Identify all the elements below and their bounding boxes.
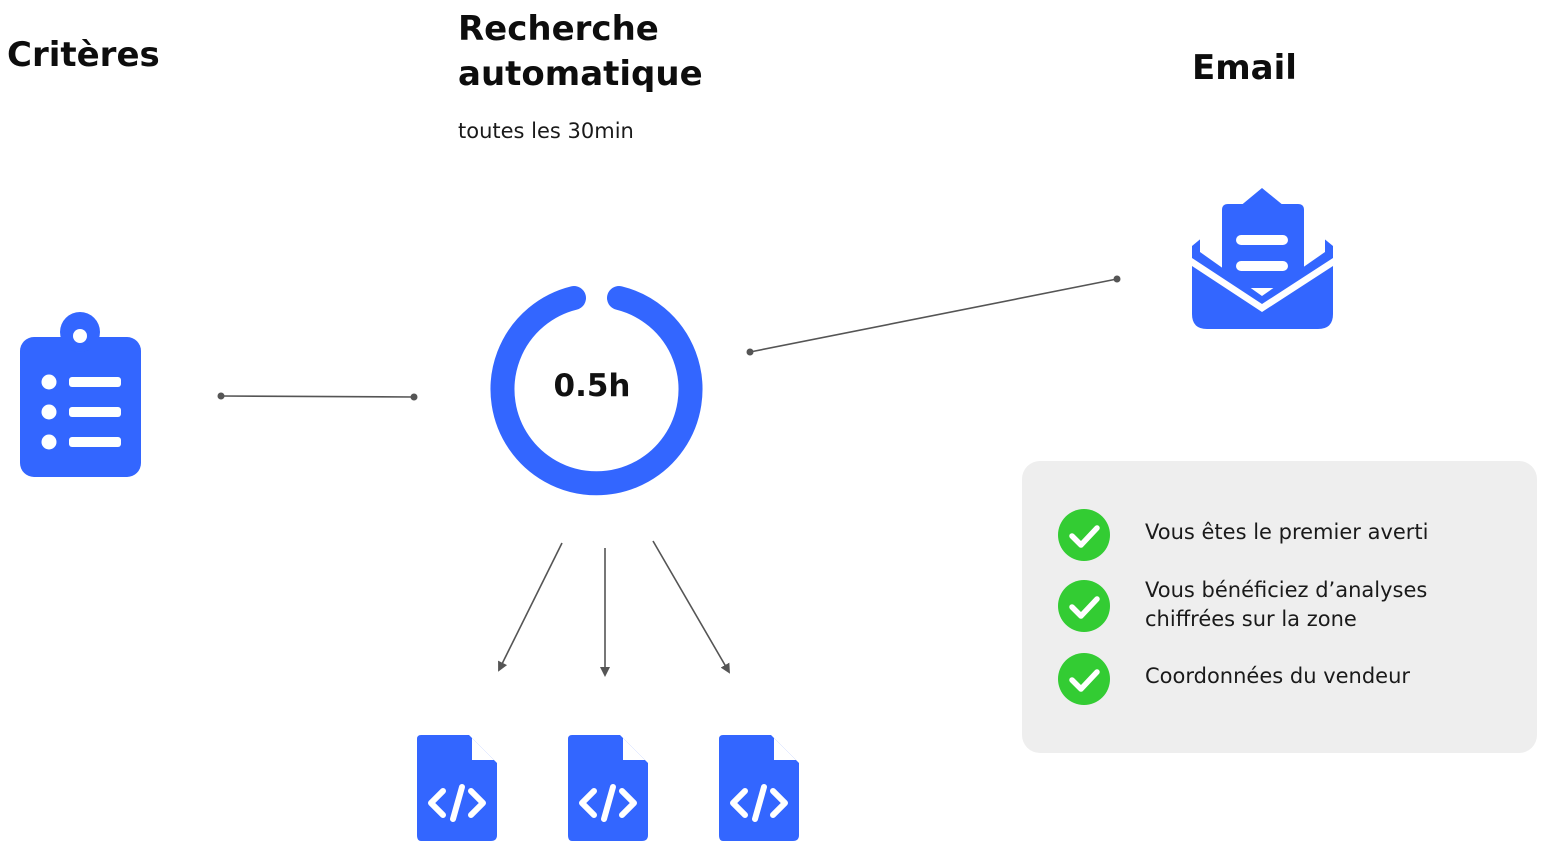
- check-circle-icon: [1058, 509, 1110, 561]
- search-frequency-subtitle: toutes les 30min: [458, 119, 634, 143]
- check-circle-icon: [1058, 580, 1110, 632]
- code-file-icon: [417, 735, 497, 841]
- code-file-icon: [568, 735, 648, 841]
- benefit-text: Vous bénéficiez d’analyses chiffrées sur…: [1145, 578, 1428, 631]
- result-arrows: [498, 540, 731, 677]
- email-title: Email: [1192, 48, 1297, 88]
- benefits-panel: Vous êtes le premier averti Vous bénéfic…: [1022, 461, 1537, 753]
- timer-ring-icon: [490, 286, 703, 496]
- clipboard-list-icon: [20, 312, 141, 477]
- code-file-icon: [719, 735, 799, 841]
- benefit-item: Coordonnées du vendeur: [1058, 653, 1410, 705]
- connector-search-email: [746, 275, 1121, 356]
- automatic-search-title: Recherche automatique: [458, 9, 703, 94]
- timer-label: 0.5h: [553, 368, 631, 404]
- benefit-text: Vous êtes le premier averti: [1145, 520, 1429, 544]
- connector-criteria-search: [217, 392, 418, 401]
- open-envelope-icon: [1192, 188, 1333, 329]
- benefit-item: Vous êtes le premier averti: [1058, 509, 1429, 561]
- benefit-text: Coordonnées du vendeur: [1145, 664, 1411, 688]
- benefit-item: Vous bénéficiez d’analyses chiffrées sur…: [1058, 578, 1427, 632]
- check-circle-icon: [1058, 653, 1110, 705]
- criteria-title: Critères: [7, 35, 160, 75]
